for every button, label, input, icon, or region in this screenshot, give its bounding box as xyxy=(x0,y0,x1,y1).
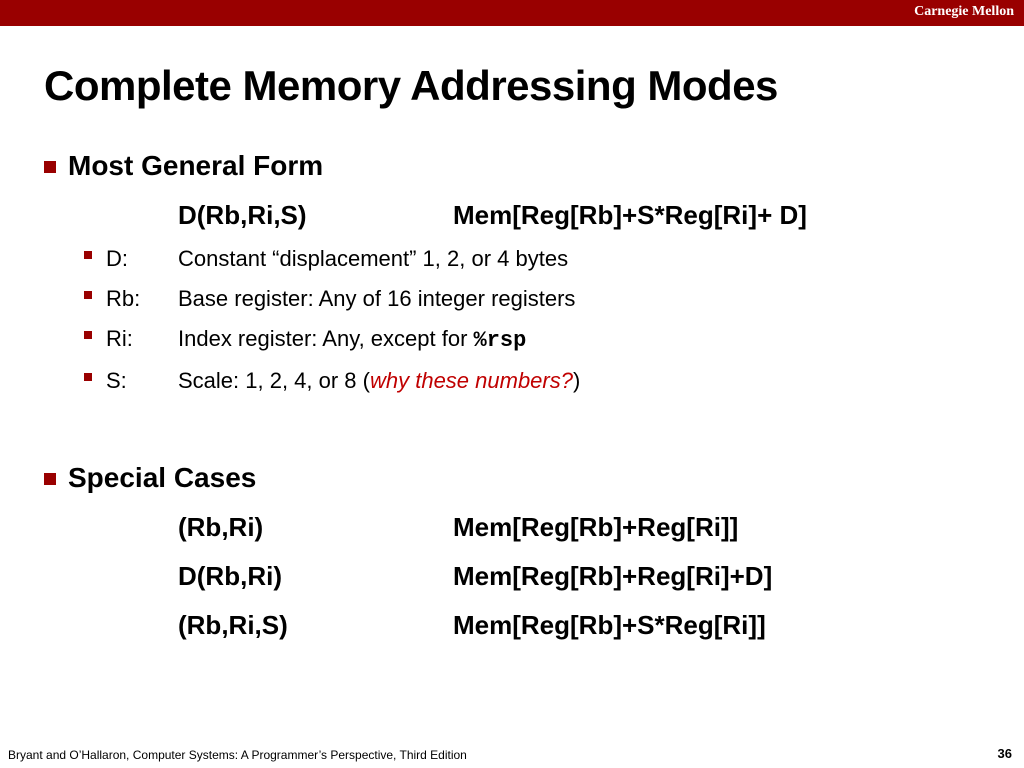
case-memory-expression: Mem[Reg[Rb]+S*Reg[Ri]] xyxy=(453,610,766,640)
item-description-text: Scale: 1, 2, 4, or 8 ( xyxy=(178,368,370,393)
item-description: Base register: Any of 16 integer registe… xyxy=(178,286,576,311)
square-bullet-icon xyxy=(84,331,92,339)
item-description: Constant “displacement” 1, 2, or 4 bytes xyxy=(178,246,569,271)
brand-label: Carnegie Mellon xyxy=(914,4,1014,19)
general-form-heading: Most General Form xyxy=(68,150,324,181)
header-bar: Carnegie Mellon xyxy=(0,0,1024,26)
case-operand: (Rb,Ri,S) xyxy=(178,610,288,640)
item-key: Rb: xyxy=(106,286,141,311)
form-memory-expression: Mem[Reg[Rb]+S*Reg[Ri]+ D] xyxy=(453,200,807,230)
case-operand: (Rb,Ri) xyxy=(178,512,264,542)
case-memory-expression: Mem[Reg[Rb]+Reg[Ri]+D] xyxy=(453,561,773,591)
item-key: D: xyxy=(106,246,128,271)
item-description: Index register: Any, except for %rsp xyxy=(178,326,526,353)
general-form-row: D(Rb,Ri,S) Mem[Reg[Rb]+S*Reg[Ri]+ D] xyxy=(178,200,807,231)
register-code: %rsp xyxy=(473,328,527,353)
square-bullet-icon xyxy=(44,161,56,173)
item-description: Scale: 1, 2, 4, or 8 (why these numbers?… xyxy=(178,368,580,394)
bullet-special-cases: Special Cases xyxy=(44,462,256,494)
case-operand: D(Rb,Ri) xyxy=(178,561,282,591)
item-description-text: Index register: Any, except for xyxy=(178,326,474,351)
bullet-general-form: Most General Form xyxy=(44,150,323,182)
square-bullet-icon xyxy=(84,291,92,299)
form-operand: D(Rb,Ri,S) xyxy=(178,200,307,230)
special-case-row: (Rb,Ri) Mem[Reg[Rb]+Reg[Ri]] xyxy=(178,512,738,543)
special-cases-heading: Special Cases xyxy=(68,462,257,493)
footer-citation: Bryant and O’Hallaron, Computer Systems:… xyxy=(8,748,467,762)
special-case-row: D(Rb,Ri) Mem[Reg[Rb]+Reg[Ri]+D] xyxy=(178,561,772,592)
square-bullet-icon xyxy=(84,373,92,381)
square-bullet-icon xyxy=(44,473,56,485)
case-memory-expression: Mem[Reg[Rb]+Reg[Ri]] xyxy=(453,512,739,542)
emphasis-question: why these numbers? xyxy=(369,368,573,393)
slide-title: Complete Memory Addressing Modes xyxy=(44,62,778,109)
square-bullet-icon xyxy=(84,251,92,259)
special-case-row: (Rb,Ri,S) Mem[Reg[Rb]+S*Reg[Ri]] xyxy=(178,610,766,641)
item-description-suffix: ) xyxy=(572,368,581,393)
item-key: S: xyxy=(106,368,127,393)
page-number: 36 xyxy=(997,746,1012,761)
item-key: Ri: xyxy=(106,326,133,351)
